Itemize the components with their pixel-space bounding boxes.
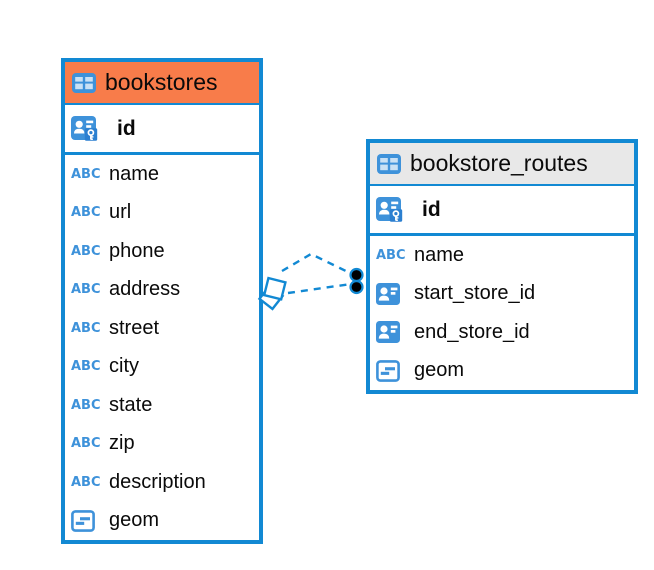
column-row[interactable]: ABC name	[370, 236, 634, 275]
column-name: geom	[414, 359, 465, 382]
reference-type-icon	[376, 321, 414, 343]
column-row[interactable]: ABC description	[65, 463, 259, 502]
primary-key-icon	[71, 116, 109, 141]
table-bookstore-routes[interactable]: bookstore_routes id ABC name start_store…	[366, 139, 638, 394]
column-row-id[interactable]: id	[65, 105, 259, 155]
relationship-diamond-marker[interactable]	[257, 276, 287, 311]
column-row-id[interactable]: id	[370, 186, 634, 236]
relationship-dot-marker-upper[interactable]	[349, 267, 364, 283]
column-name: url	[109, 201, 132, 224]
text-type-icon: ABC	[71, 243, 101, 259]
text-type-icon: ABC	[71, 359, 101, 375]
text-type-icon: ABC	[71, 397, 101, 413]
column-name: name	[109, 162, 160, 185]
column-name: state	[109, 393, 153, 416]
text-type-icon: ABC	[71, 436, 101, 452]
column-name: address	[109, 278, 181, 301]
column-name: phone	[109, 239, 165, 262]
column-row[interactable]: ABC street	[65, 309, 259, 348]
column-row[interactable]: geom	[370, 351, 634, 390]
text-type-icon: ABC	[376, 247, 406, 263]
column-name: city	[109, 355, 139, 378]
column-name: end_store_id	[414, 320, 530, 343]
text-type-icon: ABC	[71, 166, 101, 182]
reference-type-icon	[376, 283, 414, 305]
relationship-line-lower[interactable]	[287, 282, 352, 295]
table-bookstores[interactable]: bookstores id ABC name ABC url ABC	[61, 58, 263, 544]
table-bookstores-header[interactable]: bookstores	[65, 62, 259, 105]
geometry-type-icon	[71, 510, 109, 532]
table-bookstore-routes-header[interactable]: bookstore_routes	[370, 143, 634, 186]
geometry-type-icon	[376, 360, 414, 382]
primary-key-icon	[376, 197, 414, 222]
column-row[interactable]: end_store_id	[370, 313, 634, 352]
table-icon	[377, 154, 401, 174]
column-row[interactable]: ABC state	[65, 386, 259, 425]
text-type-icon: ABC	[71, 282, 101, 298]
text-type-icon: ABC	[71, 205, 101, 221]
column-name: geom	[109, 509, 160, 532]
column-row[interactable]: ABC phone	[65, 232, 259, 271]
column-row[interactable]: ABC zip	[65, 424, 259, 463]
column-name: street	[109, 316, 160, 339]
table-title: bookstore_routes	[410, 150, 588, 176]
column-row[interactable]: ABC city	[65, 347, 259, 386]
text-type-icon: ABC	[71, 320, 101, 336]
column-name: start_store_id	[414, 282, 536, 305]
column-row[interactable]: ABC name	[65, 155, 259, 194]
column-row[interactable]: ABC address	[65, 270, 259, 309]
relationship-line-upper[interactable]	[281, 252, 353, 276]
column-name: zip	[109, 432, 135, 455]
column-row[interactable]: ABC url	[65, 193, 259, 232]
relationship-dot-marker-lower[interactable]	[349, 279, 364, 295]
column-row[interactable]: geom	[65, 501, 259, 540]
column-name: id	[422, 197, 441, 221]
column-name: name	[414, 243, 465, 266]
text-type-icon: ABC	[71, 474, 101, 490]
column-list: ABC name start_store_id end_store_id geo…	[370, 236, 634, 390]
column-row[interactable]: start_store_id	[370, 274, 634, 313]
column-name: description	[109, 470, 206, 493]
table-icon	[72, 73, 96, 93]
table-title: bookstores	[105, 69, 218, 95]
column-name: id	[117, 116, 136, 140]
column-list: ABC name ABC url ABC phone ABC address	[65, 155, 259, 540]
